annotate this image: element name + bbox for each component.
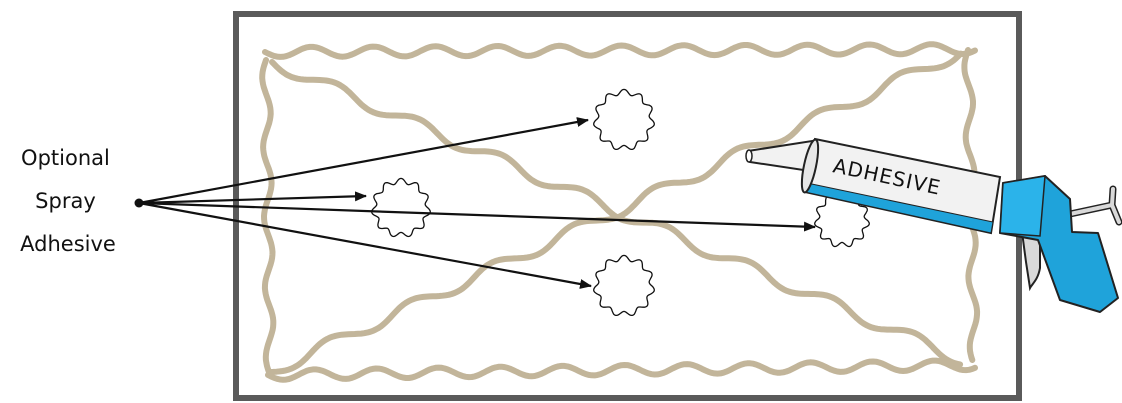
callout-label: Optional Spray Adhesive [20, 146, 116, 256]
spray-dot-lower [593, 254, 655, 317]
tube-front-rim [800, 138, 820, 194]
callout-line-3: Adhesive [20, 232, 116, 256]
bead-top [262, 41, 978, 60]
arrow-to-right-dot [138, 201, 816, 232]
callout-line-1: Optional [21, 146, 110, 170]
bead-left [259, 57, 277, 375]
arrow-to-upper-dot [138, 117, 589, 205]
spray-dot-upper [593, 88, 655, 151]
arrow-to-left-dot [138, 191, 367, 205]
gun-trigger [1020, 230, 1041, 292]
adhesive-bead-pattern [259, 41, 981, 383]
nozzle-tip [745, 149, 753, 163]
callout-arrows [138, 117, 816, 289]
bead-diagonal-2 [267, 50, 964, 375]
callout-line-2: Spray [35, 189, 96, 213]
callout-origin-dot [134, 198, 144, 208]
gun-frame-face [999, 175, 1046, 237]
spray-adhesive-dots [371, 88, 870, 317]
spray-dot-left [371, 177, 431, 238]
arrow-to-lower-dot [138, 201, 592, 289]
bead-bottom [265, 357, 978, 383]
caulk-gun-icon: ADHESIVE [745, 137, 1122, 313]
